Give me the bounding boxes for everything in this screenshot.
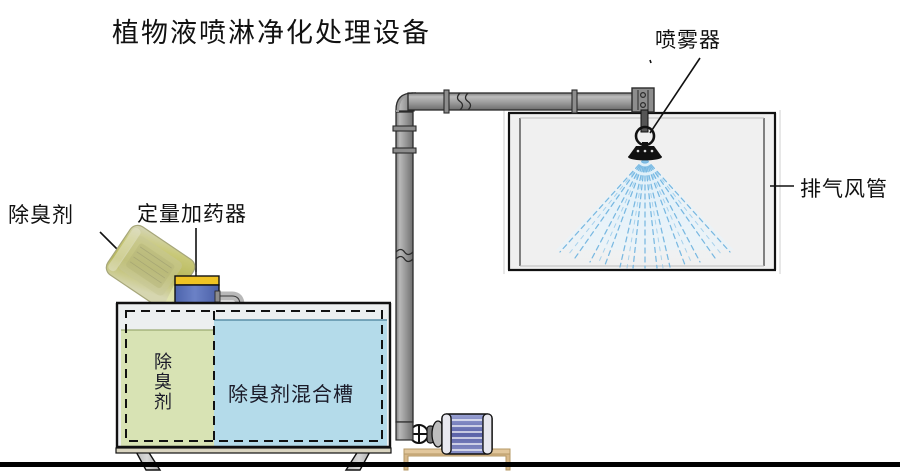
label-exhaust-duct: 排气风管 [800, 177, 888, 201]
label-dosing-device: 定量加药器 [137, 202, 247, 226]
spray-cone [556, 157, 734, 269]
label-deodorant: 除臭剂 [8, 203, 74, 227]
circulation-pump [395, 413, 511, 471]
label-sprayer: 喷雾器 [655, 28, 721, 52]
page-title: 植物液喷淋净化处理设备 [112, 18, 431, 49]
leader-lines [99, 57, 794, 272]
supply-pipe [392, 87, 655, 423]
label-mixing-tank: 除臭剂混合槽 [228, 382, 354, 406]
label-deodorant-compartment: 除臭剂 [151, 352, 172, 412]
spray-nozzle [628, 125, 662, 161]
ground-line [0, 462, 900, 467]
mixing-tank [115, 301, 392, 471]
